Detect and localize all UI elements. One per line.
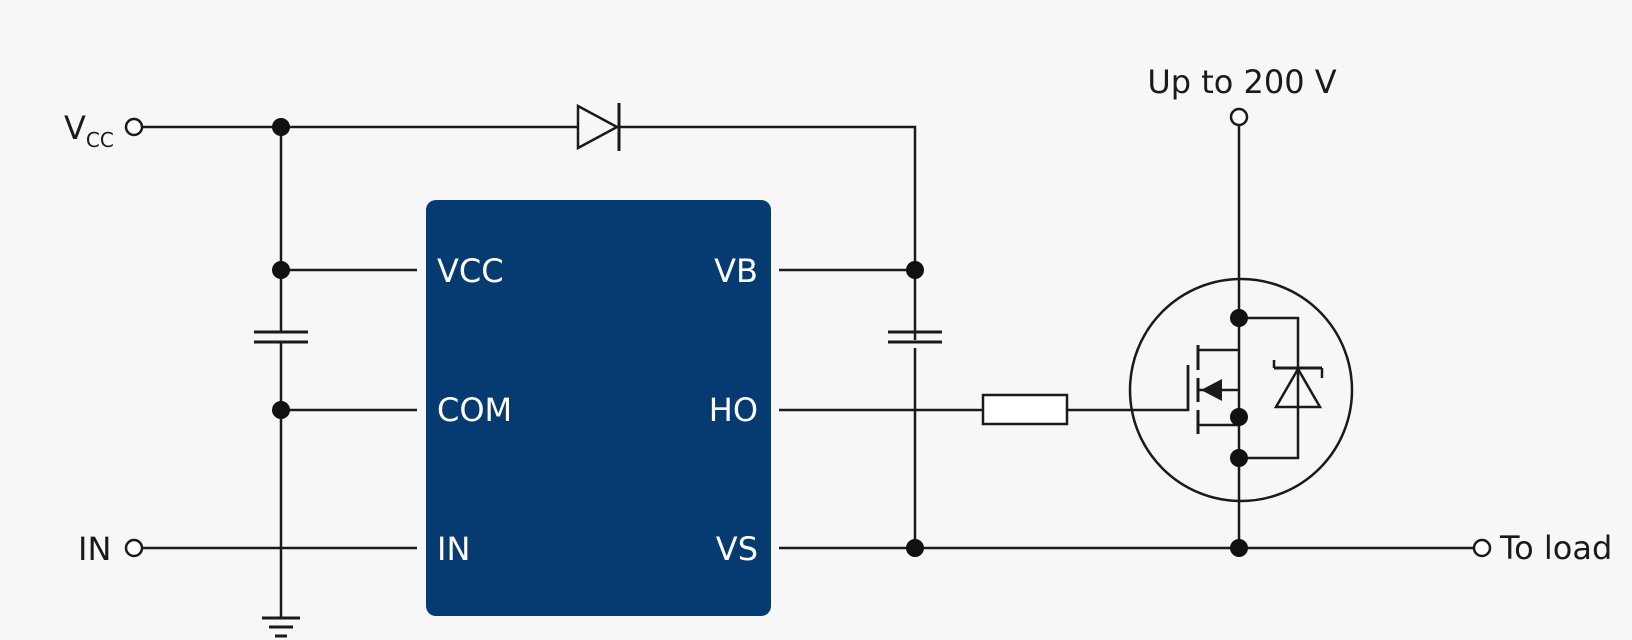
supply-label: Up to 200 V — [1147, 63, 1336, 101]
load-label: To load — [1499, 529, 1612, 567]
ic-pin-ho: HO — [709, 391, 758, 429]
ic-pin-vcc: VCC — [437, 252, 504, 290]
capacitor-left — [254, 330, 308, 344]
mosfet-icon — [1128, 277, 1354, 503]
junctions — [272, 118, 1248, 557]
in-label: IN — [78, 530, 111, 568]
vcc-label: VCC — [64, 109, 114, 152]
ic-pin-vs: VS — [716, 530, 758, 568]
ic-pin-in: IN — [437, 530, 470, 568]
vcc-terminal — [124, 117, 144, 137]
bootstrap-diode — [576, 103, 621, 151]
wires — [142, 125, 1474, 618]
driver-ic — [426, 200, 771, 616]
load-terminal — [1472, 538, 1492, 558]
ic-pin-vb: VB — [714, 252, 758, 290]
supply-terminal — [1229, 107, 1249, 127]
gate-resistor — [981, 393, 1069, 426]
ground-icon — [262, 616, 300, 638]
in-terminal — [124, 538, 144, 558]
capacitor-bootstrap — [888, 330, 942, 344]
ic-pin-com: COM — [437, 391, 512, 429]
